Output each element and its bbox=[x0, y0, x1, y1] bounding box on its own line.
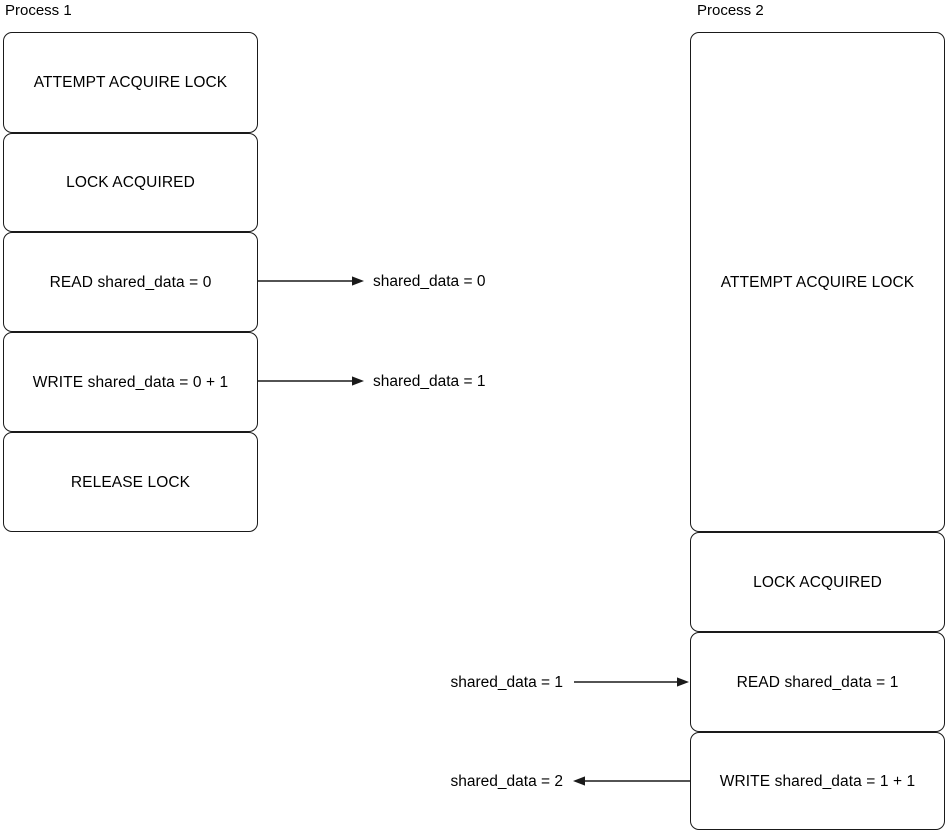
step-label: RELEASE LOCK bbox=[70, 473, 191, 491]
step-label: ATTEMPT ACQUIRE LOCK bbox=[33, 74, 228, 91]
process-1-step-release-lock[interactable]: RELEASE LOCK bbox=[3, 432, 258, 532]
step-label: WRITE shared_data = 0 + 1 bbox=[32, 373, 229, 391]
process-1-step-attempt-acquire-lock[interactable]: ATTEMPT ACQUIRE LOCK bbox=[3, 32, 258, 133]
lane-title-process-2: Process 2 bbox=[697, 2, 764, 19]
step-label: WRITE shared_data = 1 + 1 bbox=[719, 772, 916, 790]
step-label: READ shared_data = 1 bbox=[736, 673, 899, 691]
message-write-p1-label: shared_data = 1 bbox=[373, 373, 486, 390]
arrow-read-p1-right bbox=[258, 275, 364, 287]
arrow-read-p2-right bbox=[574, 676, 689, 688]
lane-title-process-1: Process 1 bbox=[5, 2, 72, 19]
step-label: LOCK ACQUIRED bbox=[753, 573, 882, 591]
process-2-step-read-shared-data[interactable]: READ shared_data = 1 bbox=[690, 632, 945, 732]
process-2-step-lock-acquired[interactable]: LOCK ACQUIRED bbox=[690, 532, 945, 632]
step-label: ATTEMPT ACQUIRE LOCK bbox=[720, 273, 915, 291]
step-label: LOCK ACQUIRED bbox=[66, 174, 195, 191]
arrow-write-p1-right bbox=[258, 375, 364, 387]
message-write-p2-label: shared_data = 2 bbox=[450, 773, 563, 790]
process-2-step-attempt-acquire-lock[interactable]: ATTEMPT ACQUIRE LOCK bbox=[690, 32, 945, 532]
process-1-step-write-shared-data[interactable]: WRITE shared_data = 0 + 1 bbox=[3, 332, 258, 432]
arrow-write-p2-left bbox=[573, 775, 690, 787]
process-2-step-write-shared-data[interactable]: WRITE shared_data = 1 + 1 bbox=[690, 732, 945, 830]
message-read-p1-label: shared_data = 0 bbox=[373, 273, 486, 290]
process-1-step-read-shared-data[interactable]: READ shared_data = 0 bbox=[3, 232, 258, 332]
process-1-step-lock-acquired[interactable]: LOCK ACQUIRED bbox=[3, 133, 258, 232]
step-label: READ shared_data = 0 bbox=[49, 273, 212, 291]
message-read-p2-label: shared_data = 1 bbox=[450, 674, 563, 691]
